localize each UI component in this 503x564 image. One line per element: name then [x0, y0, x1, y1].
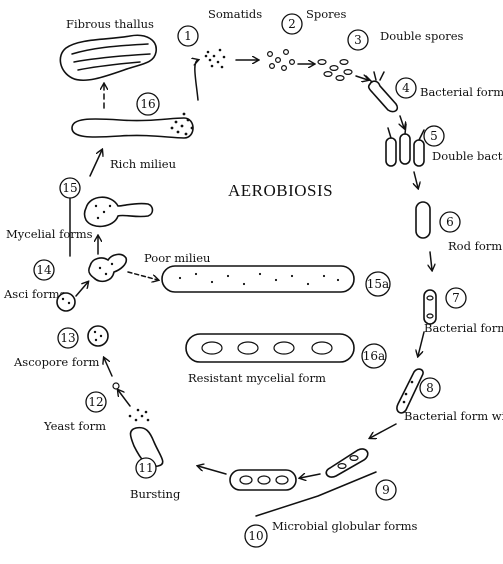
- stage-15a-number-ring: 15a: [365, 271, 391, 297]
- rod-form-drawing: [415, 201, 431, 239]
- diagram-title: AEROBIOSIS: [228, 181, 333, 200]
- stage-6-number-ring: 6: [439, 211, 461, 233]
- arrow-7-to-8: [418, 331, 425, 356]
- stage-12-number: 12: [88, 395, 103, 409]
- stage-12-label: Yeast form: [43, 419, 106, 433]
- somatid-dots: [204, 48, 226, 69]
- stage-16-number-ring: 16: [136, 92, 160, 116]
- stage-14-number: 14: [36, 263, 52, 277]
- stage-15a-number: 15a: [367, 277, 389, 291]
- arrow-4-to-5: [400, 115, 404, 128]
- burst-dots-11: [128, 408, 150, 422]
- bursting-cell-drawing: [129, 426, 164, 468]
- arrow-14-to-poor: [75, 282, 88, 297]
- connector-9-10-label: [255, 471, 377, 517]
- poor-milieu-cell-drawing: [88, 253, 128, 283]
- ascopore-drawing: [87, 325, 109, 347]
- double-bacterial-form-drawing: [385, 123, 425, 167]
- stage-4-number: 4: [402, 81, 410, 95]
- stage-10-number-ring: 10: [244, 524, 268, 548]
- mycelium-16a-drawing: [185, 333, 355, 363]
- stage-5-label: Double bacterial form: [432, 149, 503, 163]
- fibrous-thallus-drawing: [59, 34, 157, 82]
- stage-10-number: 10: [248, 529, 263, 543]
- yeast-cell-drawing: [112, 382, 120, 390]
- stage-6-label: Rod form: [448, 239, 502, 253]
- flagella-4: [365, 71, 385, 83]
- arrow-9-to-10: [300, 474, 321, 478]
- stage-15-number: 15: [62, 181, 77, 195]
- stage-6-number: 6: [446, 215, 454, 229]
- asci-drawing: [56, 292, 76, 312]
- stage-7-number-ring: 7: [445, 287, 467, 309]
- bacterial-double-spores-drawing: [423, 289, 437, 325]
- stage-9-number: 9: [382, 483, 390, 497]
- mycelium-15a-dots: [178, 272, 340, 286]
- fibrous-thallus-label: Fibrous thallus: [66, 17, 154, 31]
- arrow-11-to-12: [118, 390, 131, 407]
- mycelium-rich-milieu-drawing: [71, 117, 194, 139]
- stage-11-label: Bursting: [130, 487, 181, 501]
- stage-3-number-ring: 3: [347, 29, 369, 51]
- stage-13-number: 13: [60, 331, 75, 345]
- stage-15-label: Mycelial forms: [6, 227, 93, 241]
- stage-16a-label: Resistant mycelial form: [188, 371, 326, 385]
- stage-8-number: 8: [426, 381, 434, 395]
- stage-13-number-ring: 13: [57, 327, 79, 349]
- stage-4-number-ring: 4: [395, 77, 417, 99]
- stage-10-label: Microbial globular forms: [272, 519, 418, 533]
- arrow-5-to-6: [414, 171, 418, 188]
- arrow-3-to-4: [355, 76, 368, 80]
- bacterial-form-drawing: [367, 80, 399, 113]
- stage-8-number-ring: 8: [419, 377, 441, 399]
- arrow-poor-to-15a: [127, 271, 158, 280]
- stage-2-label: Spores: [306, 7, 346, 21]
- stage-7-label: Bacterial form with double spores: [424, 321, 503, 335]
- stage-5-number-ring: 5: [423, 125, 445, 147]
- stage-11-number-ring: 11: [135, 457, 157, 479]
- spores-drawing: [267, 48, 296, 71]
- mycelial-form-drawing: [83, 196, 154, 228]
- stage-7-number: 7: [452, 291, 460, 305]
- stage-2-number-ring: 2: [281, 13, 303, 35]
- stage-5-number: 5: [430, 129, 438, 143]
- globular-rod-9-drawing: [325, 448, 369, 478]
- mycelium-15a-drawing: [161, 265, 355, 293]
- stage-9-number-ring: 9: [375, 479, 397, 501]
- stage-12-number-ring: 12: [85, 391, 107, 413]
- stage-16-number: 16: [140, 97, 155, 111]
- arrow-12-to-13: [104, 358, 113, 377]
- granular-double-spores-drawing: [396, 368, 424, 414]
- stage-3-number: 3: [354, 33, 362, 47]
- arrow-16-to-1: [195, 60, 198, 101]
- arrow-15-to-16: [89, 150, 102, 177]
- poor-milieu-label: Poor milieu: [144, 251, 210, 265]
- stage-3-label: Double spores: [380, 29, 464, 43]
- stage-2-number: 2: [288, 17, 296, 31]
- stage-11-number: 11: [138, 461, 153, 475]
- stage-14-label: Asci forms: [3, 287, 66, 301]
- stage-1-number: 1: [184, 29, 192, 43]
- stage-1-number-ring: 1: [177, 25, 199, 47]
- stage-16a-number-ring: 16a: [361, 343, 387, 369]
- arrow-8-to-9: [370, 423, 397, 438]
- somatid-burst-dots-16: [170, 112, 194, 136]
- arrow-6-to-7: [430, 251, 432, 270]
- double-spores-drawing: [317, 58, 353, 81]
- stage-13-label: Ascopore form: [13, 355, 99, 369]
- stage-1-label: Somatids: [208, 7, 262, 21]
- stage-4-label: Bacterial form: [420, 85, 503, 99]
- arrow-10-to-11: [198, 466, 227, 475]
- stage-8-label: Bacterial form with granular double spor…: [404, 409, 503, 423]
- stage-15-number-ring: 15: [59, 177, 81, 199]
- stage-16a-number: 16a: [363, 349, 385, 363]
- stage-16-label: Rich milieu: [110, 157, 176, 171]
- stage-14-number-ring: 14: [33, 259, 55, 281]
